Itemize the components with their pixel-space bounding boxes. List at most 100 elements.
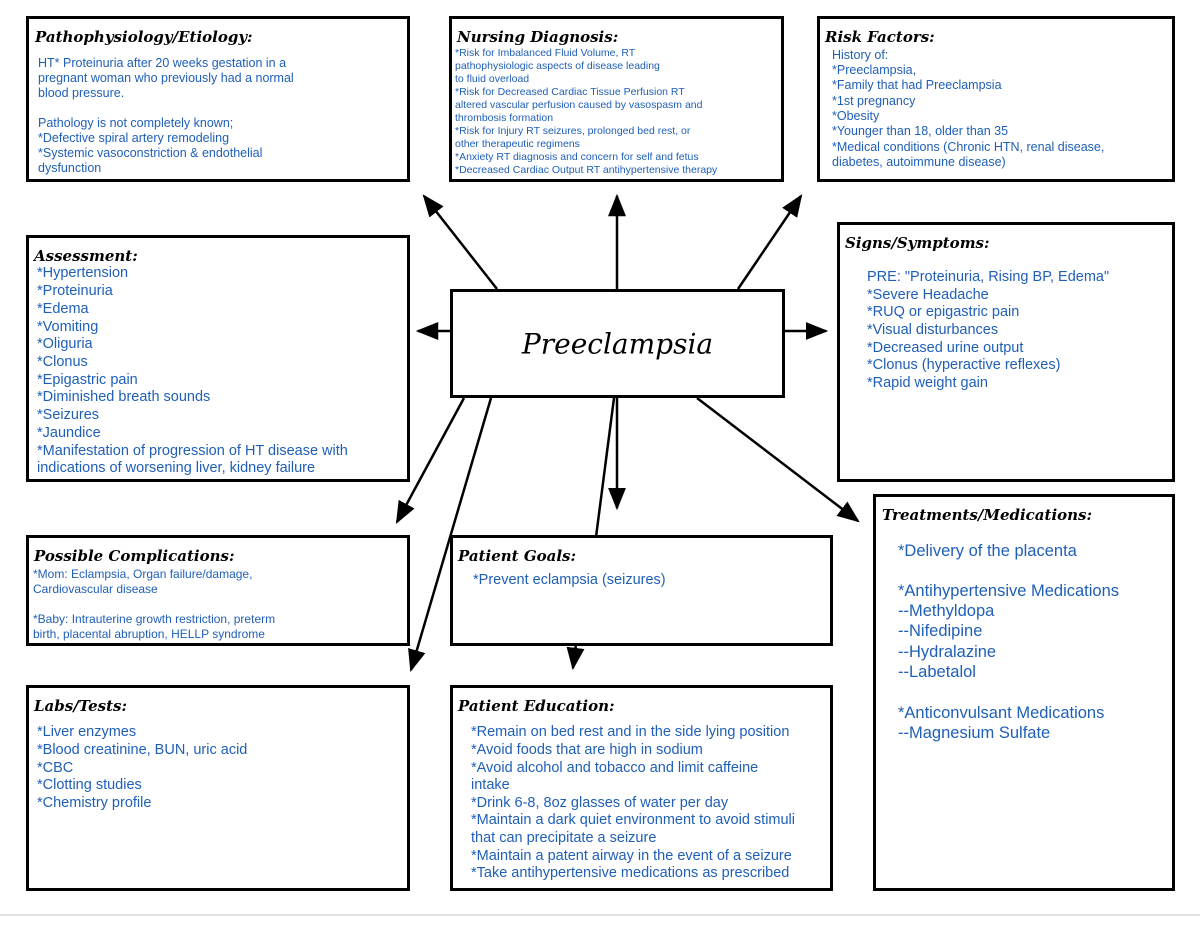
assessment-line: *Jaundice xyxy=(37,425,101,441)
treatments-title: Treatments/Medications: xyxy=(882,506,1093,524)
signs-box: Signs/Symptoms: PRE: "Proteinuria, Risin… xyxy=(837,222,1175,482)
assessment-line: *Oliguria xyxy=(37,336,93,352)
center-box: Preeclampsia xyxy=(450,289,785,398)
center-title: Preeclampsia xyxy=(521,327,714,360)
education-line: *Take antihypertensive medications as pr… xyxy=(471,865,790,881)
signs-title: Signs/Symptoms: xyxy=(845,234,990,252)
patho-line: HT* Proteinuria after 20 weeks gestation… xyxy=(38,56,287,70)
risk-line: *Younger than 18, older than 35 xyxy=(832,124,1009,138)
patho-box: Pathophysiology/Etiology: HT* Proteinuri… xyxy=(26,16,410,182)
assessment-line: *Proteinuria xyxy=(37,283,113,299)
signs-line: PRE: "Proteinuria, Rising BP, Edema" xyxy=(867,269,1110,285)
treatments-line: --Labetalol xyxy=(898,663,976,681)
treatments-line: *Antihypertensive Medications xyxy=(898,582,1120,600)
assessment-box: Assessment: *Hypertension *Proteinuria *… xyxy=(26,235,410,482)
arrow-goals-to-education xyxy=(566,643,585,671)
patho-line: pregnant woman who previously had a norm… xyxy=(38,71,294,85)
labs-line: *CBC xyxy=(37,760,74,776)
risk-line: History of: xyxy=(832,48,889,62)
arrow-to-labs xyxy=(408,397,493,673)
signs-line: *Clonus (hyperactive reflexes) xyxy=(867,357,1061,373)
arrow-to-treatments xyxy=(696,397,860,523)
risk-box: Risk Factors: History of: *Preeclampsia,… xyxy=(817,16,1175,182)
labs-box: Labs/Tests: *Liver enzymes *Blood creati… xyxy=(26,685,410,891)
risk-line: diabetes, autoimmune disease) xyxy=(832,155,1006,169)
patho-line: blood pressure. xyxy=(38,86,125,100)
nursing-line: *Risk for Imbalanced Fluid Volume, RT xyxy=(455,47,636,59)
assessment-title: Assessment: xyxy=(34,247,138,265)
assessment-line: *Clonus xyxy=(37,354,88,370)
risk-line: *Preeclampsia, xyxy=(832,63,917,77)
education-line: *Remain on bed rest and in the side lyin… xyxy=(471,724,790,740)
patho-line: *Defective spiral artery remodeling xyxy=(38,131,230,145)
assessment-line: *Edema xyxy=(37,301,89,317)
treatments-line: --Nifedipine xyxy=(898,622,983,640)
nursing-line: thrombosis formation xyxy=(455,112,554,124)
education-line: *Maintain a dark quiet environment to av… xyxy=(471,812,795,828)
treatments-box: Treatments/Medications: *Delivery of the… xyxy=(873,494,1175,891)
labs-line: *Chemistry profile xyxy=(37,795,152,811)
page-bottom-divider xyxy=(0,914,1200,916)
risk-line: *1st pregnancy xyxy=(832,94,916,108)
treatments-line: *Delivery of the placenta xyxy=(898,542,1077,560)
risk-title: Risk Factors: xyxy=(825,28,935,46)
risk-line: *Obesity xyxy=(832,109,880,123)
nursing-line: pathophysiologic aspects of disease lead… xyxy=(455,60,660,72)
patho-title: Pathophysiology/Etiology: xyxy=(35,28,253,46)
assessment-line: *Hypertension xyxy=(37,265,129,281)
treatments-line: --Methyldopa xyxy=(898,602,995,620)
goals-box: Patient Goals: *Prevent eclampsia (seizu… xyxy=(450,535,833,646)
education-line: *Maintain a patent airway in the event o… xyxy=(471,848,792,864)
assessment-line: *Seizures xyxy=(37,407,100,423)
nursing-box: Nursing Diagnosis: *Risk for Imbalanced … xyxy=(449,16,784,182)
patho-line: Pathology is not completely known; xyxy=(38,116,234,130)
nursing-line: to fluid overload xyxy=(455,73,530,85)
signs-line: *Rapid weight gain xyxy=(867,375,988,391)
complications-line: Cardiovascular disease xyxy=(33,582,158,596)
risk-line: *Medical conditions (Chronic HTN, renal … xyxy=(832,140,1105,154)
signs-line: *Visual disturbances xyxy=(867,322,999,338)
complications-line: birth, placental abruption, HELLP syndro… xyxy=(33,627,265,641)
complications-box: Possible Complications: *Mom: Eclampsia,… xyxy=(26,535,410,646)
labs-line: *Clotting studies xyxy=(37,777,142,793)
education-line: *Drink 6-8, 8oz glasses of water per day xyxy=(471,795,729,811)
signs-line: *RUQ or epigastric pain xyxy=(867,304,1020,320)
nursing-line: *Anxiety RT diagnosis and concern for se… xyxy=(455,151,699,163)
education-line: *Avoid foods that are high in sodium xyxy=(471,742,703,758)
education-line: that can precipitate a seizure xyxy=(471,830,657,846)
assessment-line: *Diminished breath sounds xyxy=(37,389,211,405)
education-box: Patient Education: *Remain on bed rest a… xyxy=(450,685,833,891)
treatments-line: --Hydralazine xyxy=(898,643,997,661)
arrow-to-complications xyxy=(395,397,466,524)
education-title: Patient Education: xyxy=(458,697,615,715)
goals-line: *Prevent eclampsia (seizures) xyxy=(473,572,666,588)
labs-line: *Blood creatinine, BUN, uric acid xyxy=(37,742,248,758)
risk-line: *Family that had Preeclampsia xyxy=(832,78,1002,92)
assessment-line: indications of worsening liver, kidney f… xyxy=(37,460,316,476)
arrow-to-risk xyxy=(736,194,803,290)
treatments-line: --Magnesium Sulfate xyxy=(898,724,1051,742)
education-line: *Avoid alcohol and tobacco and limit caf… xyxy=(471,760,759,776)
nursing-line: *Decreased Cardiac Output RT antihyperte… xyxy=(455,164,718,176)
labs-line: *Liver enzymes xyxy=(37,724,137,740)
nursing-line: altered vascular perfusion caused by vas… xyxy=(455,99,703,111)
complications-title: Possible Complications: xyxy=(34,547,235,565)
education-line: intake xyxy=(471,777,510,793)
signs-line: *Severe Headache xyxy=(867,287,989,303)
nursing-line: other therapeutic regimens xyxy=(455,138,580,150)
complications-line: *Baby: Intrauterine growth restriction, … xyxy=(33,612,276,626)
arrow-to-patho xyxy=(422,194,498,290)
connector-to-education xyxy=(594,397,616,538)
nursing-line: *Risk for Decreased Cardiac Tissue Perfu… xyxy=(455,86,685,98)
signs-line: *Decreased urine output xyxy=(867,340,1024,356)
assessment-line: *Manifestation of progression of HT dise… xyxy=(37,443,348,459)
complications-line: *Mom: Eclampsia, Organ failure/damage, xyxy=(33,567,253,581)
patho-line: *Systemic vasoconstriction & endothelial xyxy=(38,146,263,160)
nursing-line: *Risk for Injury RT seizures, prolonged … xyxy=(455,125,691,137)
assessment-line: *Epigastric pain xyxy=(37,372,138,388)
goals-title: Patient Goals: xyxy=(458,547,577,565)
labs-title: Labs/Tests: xyxy=(34,697,128,715)
patho-line: dysfunction xyxy=(38,161,102,175)
treatments-line: *Anticonvulsant Medications xyxy=(898,704,1105,722)
